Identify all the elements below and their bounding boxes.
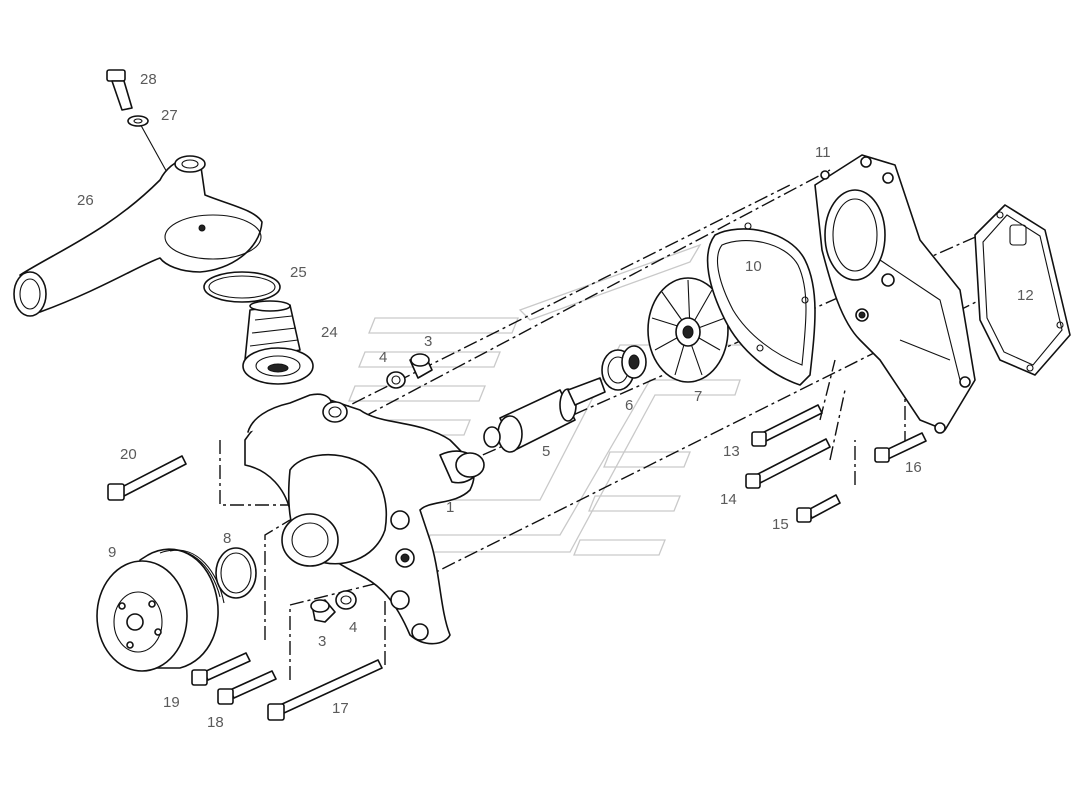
callout-26: 26 [77,192,94,209]
washer-4-upper [386,371,406,389]
callout-24: 24 [321,324,338,341]
callout-19: 19 [163,694,180,711]
bolt-13 [751,404,823,447]
impeller-7 [647,277,729,383]
thermostat-24 [242,300,314,385]
bolt-17 [267,659,383,721]
callout-17: 17 [332,700,349,717]
bolt-15 [796,494,841,523]
callout-25: 25 [290,264,307,281]
snap-ring-8 [215,547,257,599]
housing-cover-11 [814,154,976,434]
callout-9: 9 [108,544,116,561]
pulley-9 [96,548,225,672]
pump-housing-1 [244,393,485,645]
callout-4-lower: 4 [349,619,357,636]
bolt-16 [874,432,927,463]
callout-16: 16 [905,459,922,476]
washer-27 [127,115,149,127]
callout-15: 15 [772,516,789,533]
bolt-20 [107,455,187,501]
callout-28: 28 [140,71,157,88]
bolt-28 [106,69,133,111]
callout-12: 12 [1017,287,1034,304]
washer-4-lower [335,590,357,610]
callout-27: 27 [161,107,178,124]
callout-11: 11 [815,144,831,161]
callout-3-upper: 3 [424,333,432,350]
outlet-pipe-26 [13,155,263,317]
gasket-10 [706,222,816,386]
plug-3-lower [310,599,336,623]
callout-7: 7 [694,388,702,405]
callout-13: 13 [723,443,740,460]
bolt-14 [745,438,831,489]
gasket-25 [203,271,281,303]
callout-14: 14 [720,491,737,508]
bolt-19 [191,652,251,686]
callout-20: 20 [120,446,137,463]
bolt-18 [217,670,277,705]
gasket-12 [974,204,1071,376]
watermark-logo [338,243,760,556]
callout-5: 5 [542,443,550,460]
callout-8: 8 [223,530,231,547]
seal-6 [601,345,647,391]
callout-1: 1 [446,499,454,516]
callout-labels: 28 27 26 25 24 3 4 20 1 5 6 7 10 11 12 1… [77,71,1034,731]
plug-3-upper [409,353,433,379]
callout-18: 18 [207,714,224,731]
callout-3-lower: 3 [318,633,326,650]
shaft-bearing-5 [483,377,606,453]
callout-10: 10 [745,258,762,275]
callout-4-upper: 4 [379,349,387,366]
callout-6: 6 [625,397,633,414]
